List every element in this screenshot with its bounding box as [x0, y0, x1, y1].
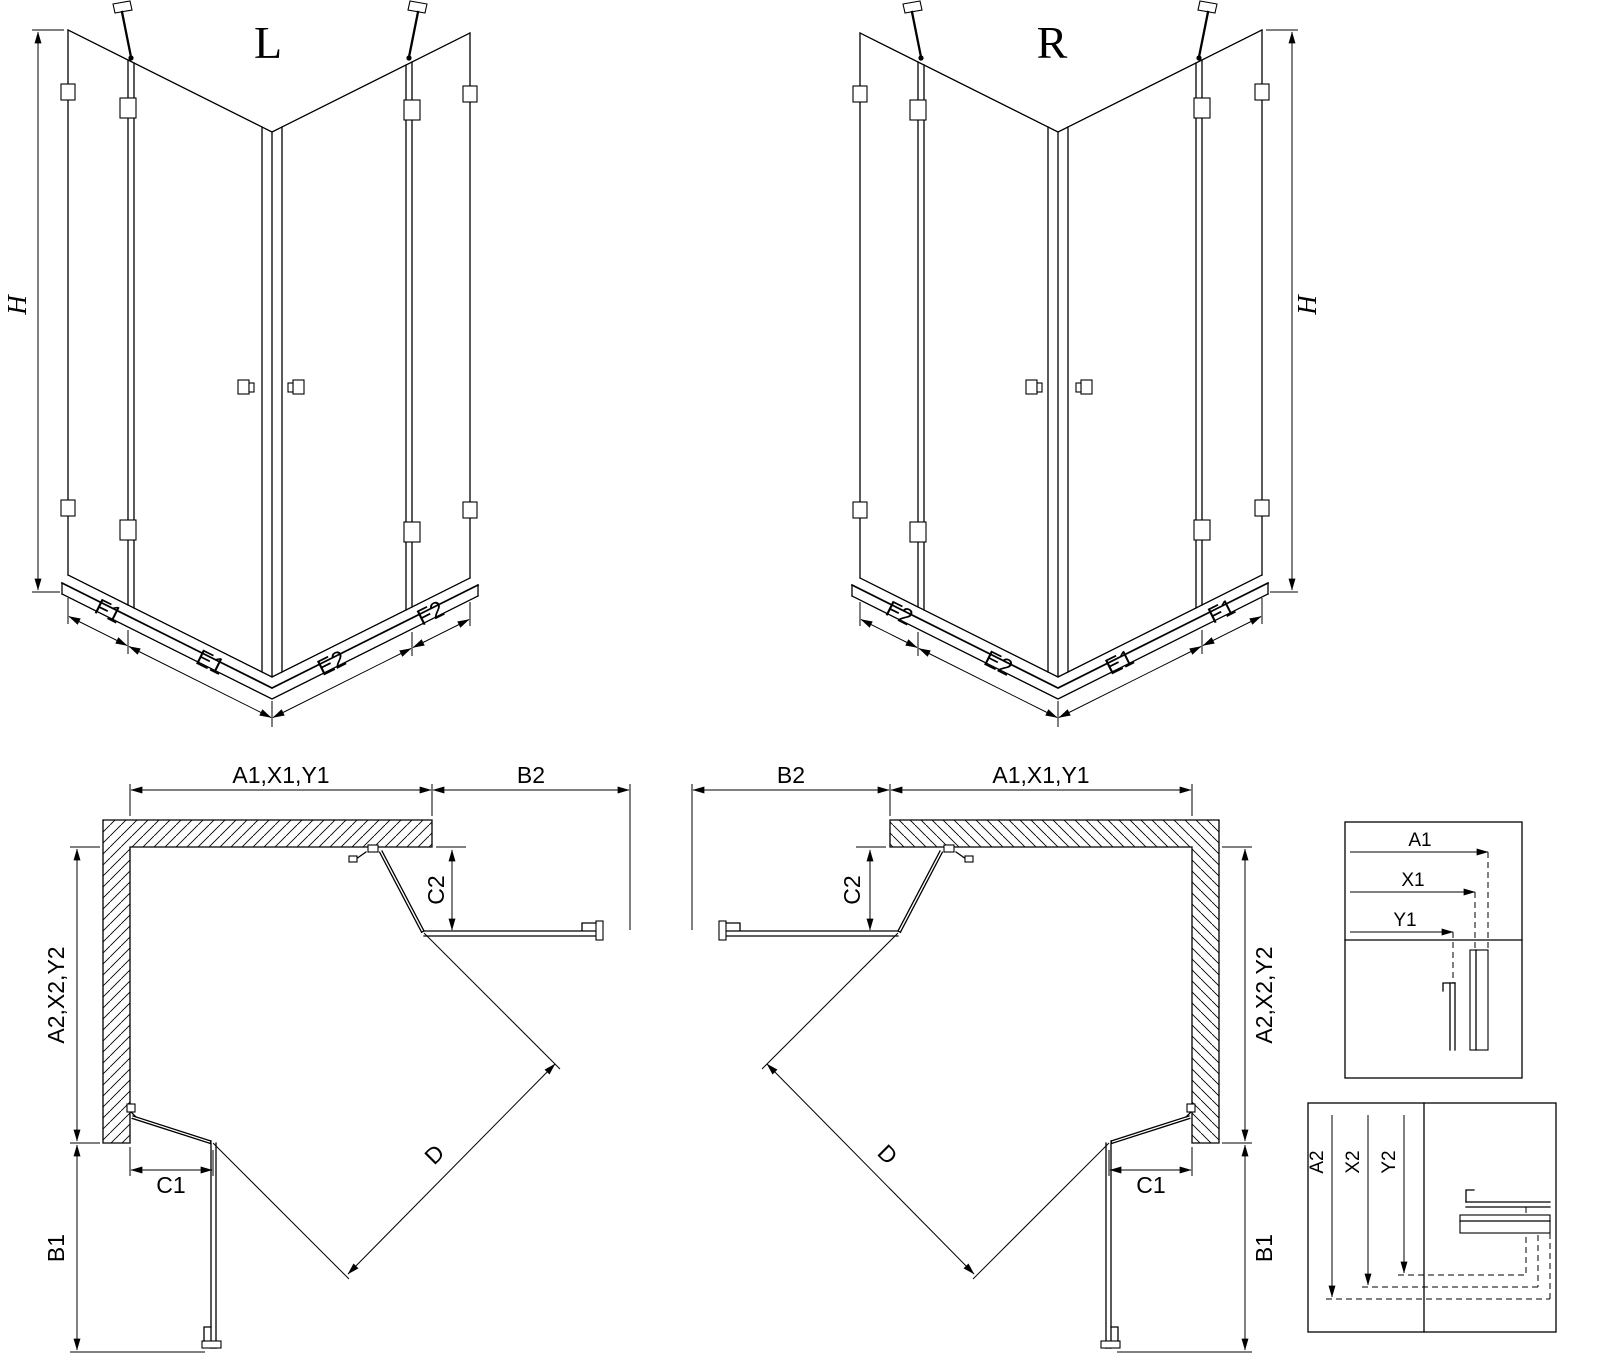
version-title-right: R — [1037, 17, 1068, 68]
version-title-left: L — [254, 17, 282, 68]
dim-label-c1-right: C1 — [1136, 1172, 1165, 1198]
detail-dim-label-a1: A1 — [1408, 830, 1431, 851]
detail-dim-label-y2: Y2 — [1379, 1150, 1400, 1173]
dim-label-a1x1y1-left: A1,X1,Y1 — [232, 762, 329, 788]
dim-label-height-right: H — [1292, 294, 1322, 316]
dim-label-a2x2y2-right: A2,X2,Y2 — [1251, 946, 1277, 1043]
dim-label-height-left: H — [2, 294, 32, 316]
dim-label-a1x1y1-right: A1,X1,Y1 — [992, 762, 1089, 788]
dim-label-a2x2y2-left: A2,X2,Y2 — [43, 946, 69, 1043]
dim-label-b2-right: B2 — [777, 762, 805, 788]
dim-label-b1-right: B1 — [1251, 1234, 1277, 1262]
plan-view-left-labels: A1,X1,Y1 B2 C2 A2,X2,Y2 C1 B1 D — [43, 762, 545, 1262]
detail-dim-label-a2: A2 — [1307, 1150, 1328, 1173]
dim-label-c2-left: C2 — [423, 875, 449, 904]
detail-dim-label-x2: X2 — [1343, 1150, 1364, 1173]
plan-view-right-labels: B2 A1,X1,Y1 C2 A2,X2,Y2 C1 B1 D — [777, 762, 1277, 1262]
detail-dim-label-x1: X1 — [1401, 870, 1424, 891]
dim-label-c1-left: C1 — [156, 1172, 185, 1198]
detail-dim-label-y1: Y1 — [1393, 910, 1416, 931]
dim-label-b2-left: B2 — [517, 762, 545, 788]
detail-inset-width-measure: A1 X1 Y1 — [1344, 821, 1523, 1079]
dim-label-b1-left: B1 — [43, 1234, 69, 1262]
dim-label-c2-right: C2 — [839, 875, 865, 904]
detail-inset-depth-measure: A2 X2 Y2 — [1307, 1102, 1557, 1333]
